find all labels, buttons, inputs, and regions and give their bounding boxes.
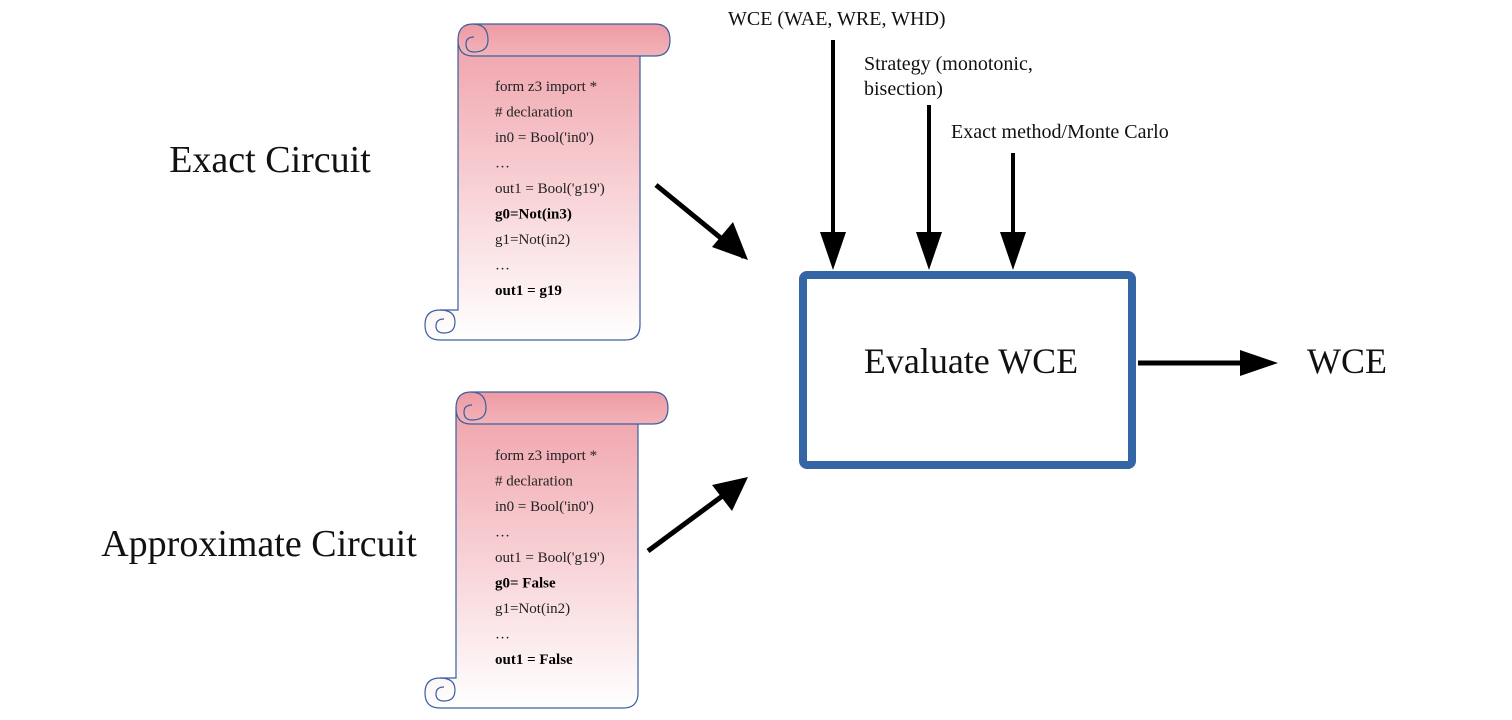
exact-code-lines: form z3 import * # declaration in0 = Bool(… bbox=[495, 79, 605, 299]
code-line: out1 = Bool('g19') bbox=[495, 550, 605, 566]
method-arrowhead bbox=[1000, 232, 1026, 270]
exact-circuit-label: Exact Circuit bbox=[169, 139, 371, 181]
metric-label: WCE (WAE, WRE, WHD) bbox=[728, 8, 946, 30]
code-line: g0= False bbox=[495, 576, 556, 592]
code-line: … bbox=[495, 156, 510, 172]
approx-code-lines: form z3 import * # declaration in0 = Bool(… bbox=[495, 448, 605, 668]
code-line: # declaration bbox=[495, 474, 573, 490]
approximate-circuit-label: Approximate Circuit bbox=[101, 523, 417, 565]
code-line: g1=Not(in2) bbox=[495, 601, 570, 617]
strategy-arrowhead bbox=[916, 232, 942, 270]
metric-arrowhead bbox=[820, 232, 846, 270]
strategy-label-line1: Strategy (monotonic, bbox=[864, 53, 1033, 75]
approx-to-evaluate-arrowhead bbox=[712, 477, 748, 511]
exact-code-scroll: form z3 import * # declaration in0 = Bool(… bbox=[424, 23, 671, 341]
evaluate-wce-label: Evaluate WCE bbox=[864, 341, 1078, 381]
code-line: form z3 import * bbox=[495, 448, 597, 464]
code-line: out1 = g19 bbox=[495, 283, 562, 299]
code-line: … bbox=[495, 258, 510, 274]
evaluate-wce-box bbox=[799, 271, 1136, 469]
approx-code-scroll: form z3 import * # declaration in0 = Bool(… bbox=[424, 391, 669, 709]
code-line: g1=Not(in2) bbox=[495, 232, 570, 248]
code-line: form z3 import * bbox=[495, 79, 597, 95]
output-arrowhead bbox=[1240, 350, 1278, 376]
code-line: in0 = Bool('in0') bbox=[495, 499, 594, 515]
code-line: # declaration bbox=[495, 105, 573, 121]
output-wce-label: WCE bbox=[1307, 341, 1387, 381]
code-line: out1 = Bool('g19') bbox=[495, 181, 605, 197]
exact-to-evaluate-arrowhead bbox=[712, 222, 748, 260]
code-line: out1 = False bbox=[495, 652, 573, 668]
code-line: … bbox=[495, 627, 510, 643]
method-label: Exact method/Monte Carlo bbox=[951, 121, 1169, 143]
code-line: g0=Not(in3) bbox=[495, 207, 572, 223]
code-line: … bbox=[495, 525, 510, 541]
strategy-label-line2: bisection) bbox=[864, 78, 943, 100]
code-line: in0 = Bool('in0') bbox=[495, 130, 594, 146]
